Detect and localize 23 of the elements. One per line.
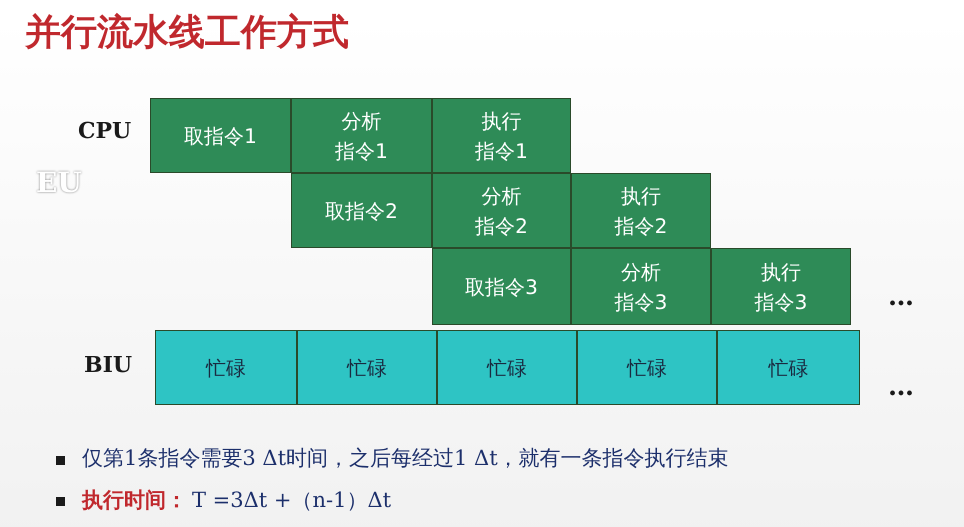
- ellipsis: …: [888, 372, 914, 402]
- busy-cell: 忙碌: [297, 330, 437, 405]
- busy-cell: 忙碌: [437, 330, 577, 405]
- stage-cell: 取指令2: [291, 173, 432, 248]
- stage-cell: 执行指令1: [432, 98, 571, 173]
- busy-cell: 忙碌: [155, 330, 297, 405]
- stage-cell: 取指令3: [432, 248, 571, 325]
- busy-cell: 忙碌: [717, 330, 860, 405]
- stage-cell: 执行指令2: [571, 173, 711, 248]
- row-label: CPU: [78, 118, 132, 144]
- note-text: 仅第1条指令需要3 Δt时间，之后每经过1 Δt，就有一条指令执行结束: [82, 445, 729, 472]
- stage-cell: 执行指令3: [711, 248, 851, 325]
- stage-cell: 分析指令2: [432, 173, 571, 248]
- row-label: EU: [36, 166, 82, 199]
- busy-cell: 忙碌: [577, 330, 717, 405]
- row-label: BIU: [84, 352, 132, 378]
- ellipsis: …: [888, 282, 914, 312]
- title: 并行流水线工作方式: [25, 11, 349, 55]
- formula-text: T =3Δt +（n-1）Δt: [192, 487, 392, 514]
- stage-cell: 分析指令1: [291, 98, 432, 173]
- note-label: 执行时间：: [82, 486, 187, 514]
- stage-cell: 取指令1: [150, 98, 291, 173]
- stage-cell: 分析指令3: [571, 248, 711, 325]
